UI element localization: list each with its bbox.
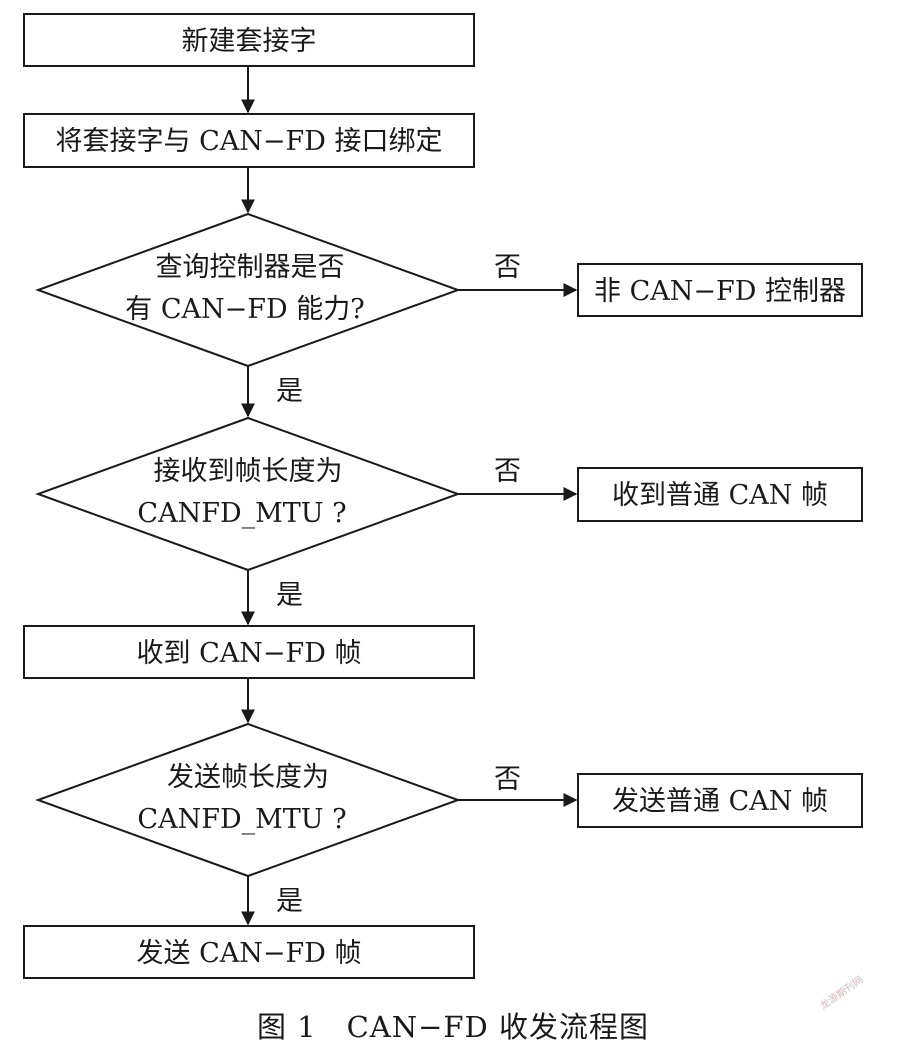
- non-fd-label: 非 CAN−FD 控制器: [594, 276, 846, 307]
- send-normal-label: 发送普通 CAN 帧: [612, 786, 828, 817]
- check-fd-label-line2: 有 CAN−FD 能力?: [125, 294, 364, 325]
- create-socket-label: 新建套接字: [182, 26, 317, 57]
- send-check-diamond: [35, 722, 461, 878]
- recv-fd-label: 收到 CAN−FD 帧: [137, 638, 362, 669]
- send-check-label-line2: CANFD_MTU ?: [137, 804, 346, 835]
- recv-normal-box: [577, 467, 863, 522]
- send-check-label-line1: 发送帧长度为: [167, 762, 329, 793]
- send-fd-box: [23, 925, 475, 979]
- check-fd-yes-label: 是: [276, 376, 303, 407]
- non-fd-box: [577, 263, 863, 317]
- send-check-yes-label: 是: [276, 886, 303, 917]
- send-check-no-label: 否: [494, 764, 521, 795]
- recv-check-diamond: [35, 416, 461, 572]
- check-fd-no-label: 否: [494, 252, 521, 283]
- check-fd-diamond: [35, 212, 461, 368]
- bind-socket-label: 将套接字与 CAN−FD 接口绑定: [56, 126, 443, 157]
- recv-check-label-line2: CANFD_MTU ?: [137, 498, 346, 529]
- recv-check-label-line1: 接收到帧长度为: [154, 456, 343, 487]
- recv-check-no-label: 否: [494, 456, 521, 487]
- figure-caption: 图 1 CAN−FD 收发流程图: [256, 1010, 650, 1044]
- recv-normal-label: 收到普通 CAN 帧: [612, 480, 828, 511]
- send-fd-label: 发送 CAN−FD 帧: [137, 938, 362, 969]
- check-fd-label-line1: 查询控制器是否: [156, 252, 345, 283]
- flowchart: 新建套接字 将套接字与 CAN−FD 接口绑定 查询控制器是否 有 CAN−FD…: [23, 13, 863, 979]
- recv-check-yes-label: 是: [276, 580, 303, 611]
- send-normal-box: [577, 773, 863, 828]
